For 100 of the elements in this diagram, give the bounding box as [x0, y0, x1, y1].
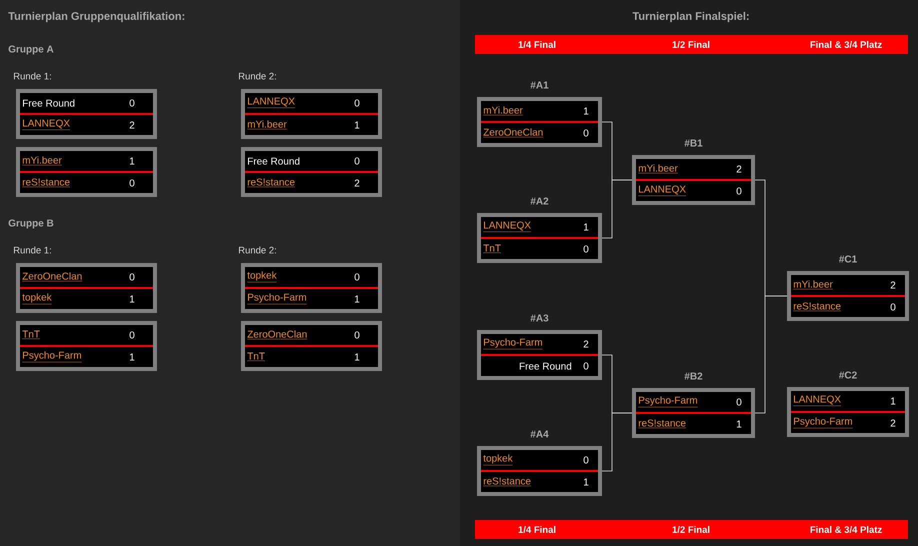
match-box — [632, 155, 755, 205]
team-link: LANNEQX — [483, 222, 532, 232]
team-link: mYi.beer — [22, 156, 62, 166]
score: 0 — [736, 398, 742, 406]
team-link: Psycho-Farm — [483, 338, 543, 350]
round-label: Runde 2: — [238, 72, 276, 80]
team-name: Free Round — [248, 157, 300, 165]
bracket-line — [602, 180, 632, 238]
team-link: LANNEQX — [22, 120, 70, 130]
team-link: mYi.beer — [793, 280, 834, 290]
match-box — [241, 89, 382, 139]
match-box — [477, 213, 602, 263]
team-link: LANNEQX — [247, 98, 296, 108]
score: 1 — [584, 224, 588, 230]
score: 0 — [130, 331, 134, 339]
team-link: Psycho-Farm — [638, 396, 698, 408]
match-label: #C2 — [839, 371, 857, 379]
score: 1 — [584, 478, 588, 486]
match-label: #A3 — [530, 314, 548, 322]
score: 0 — [736, 187, 742, 195]
team-link: topkek — [483, 454, 513, 466]
team-link: TnT — [247, 352, 266, 362]
score: 0 — [584, 245, 588, 253]
bracket-line — [754, 296, 788, 414]
round-label: Runde 1: — [14, 72, 51, 80]
team-link: Psycho-Farm — [247, 293, 307, 304]
match-box — [241, 321, 382, 371]
score: 0 — [130, 179, 134, 187]
team-name: Free Round — [23, 99, 74, 107]
team-link: reS!stance — [638, 419, 686, 428]
match-label: #A1 — [530, 82, 548, 88]
score: 1 — [130, 296, 134, 302]
match-box — [16, 321, 157, 371]
team-name: Free Round — [520, 362, 572, 370]
match-box — [477, 97, 602, 147]
score: 1 — [584, 108, 588, 114]
score: 0 — [354, 157, 360, 165]
score: 0 — [354, 273, 360, 281]
match-box — [787, 387, 910, 437]
bracket-line — [602, 412, 632, 472]
score: 2 — [736, 166, 742, 172]
score: 0 — [354, 331, 360, 339]
round-header-bar: 1/4 Final 1/2 Final Final & 3/4 Platz — [475, 35, 908, 54]
heading: Gruppe A — [8, 45, 54, 55]
team-link: mYi.beer — [638, 164, 678, 174]
team-link: TnT — [22, 330, 40, 340]
team-link: LANNEQX — [638, 186, 686, 196]
match-box — [16, 263, 157, 313]
score: 0 — [890, 303, 896, 311]
score: 1 — [355, 354, 360, 360]
match-box — [16, 147, 157, 197]
match-label: #C1 — [839, 255, 857, 263]
team-link: Psycho-Farm — [22, 351, 82, 362]
team-link: topkek — [247, 271, 277, 282]
score: 1 — [891, 398, 896, 404]
score: 1 — [355, 296, 360, 302]
team-link: reS!stance — [22, 178, 70, 188]
team-link: reS!stance — [483, 477, 532, 486]
score: 1 — [130, 354, 134, 360]
team-link: TnT — [483, 244, 502, 254]
match-box — [241, 147, 382, 197]
score: 2 — [354, 180, 360, 186]
score: 1 — [737, 420, 742, 428]
score: 2 — [890, 282, 896, 288]
team-link: LANNEQX — [793, 396, 842, 406]
match-box — [16, 89, 157, 139]
match-label: #B2 — [684, 372, 702, 380]
score: 0 — [584, 362, 588, 370]
match-label: #A4 — [530, 430, 549, 438]
match-label: #B1 — [684, 140, 702, 146]
team-link: reS!stance — [793, 302, 842, 312]
match-box — [477, 446, 602, 496]
team-link: mYi.beer — [483, 106, 524, 116]
match-box — [241, 263, 382, 313]
heading: Turnierplan Gruppenqualifikation: — [8, 12, 184, 22]
match-box — [787, 271, 910, 321]
score: 0 — [130, 273, 134, 281]
team-link: ZeroOneClan — [22, 272, 82, 282]
match-label: #A2 — [530, 198, 548, 204]
score: 2 — [890, 420, 896, 426]
team-link: ZeroOneClan — [247, 330, 308, 340]
team-link: topkek — [22, 293, 52, 304]
round-label: Runde 1: — [14, 246, 51, 254]
match-box — [632, 388, 755, 438]
score: 0 — [584, 456, 588, 464]
match-box — [477, 330, 602, 380]
score: 1 — [130, 158, 134, 164]
round-label: Runde 2: — [238, 246, 276, 254]
score: 0 — [354, 99, 360, 107]
team-link: reS!stance — [247, 178, 296, 188]
score: 0 — [584, 129, 588, 137]
heading: Turnierplan Finalspiel: — [632, 12, 749, 22]
score: 0 — [130, 99, 134, 107]
heading: Gruppe B — [8, 219, 54, 229]
score: 2 — [130, 122, 134, 128]
team-link: ZeroOneClan — [483, 128, 544, 138]
team-link: Psycho-Farm — [793, 417, 853, 428]
round-header-bar: 1/4 Final 1/2 Final Final & 3/4 Platz — [475, 520, 908, 539]
score: 1 — [355, 122, 360, 128]
team-link: mYi.beer — [247, 120, 288, 130]
